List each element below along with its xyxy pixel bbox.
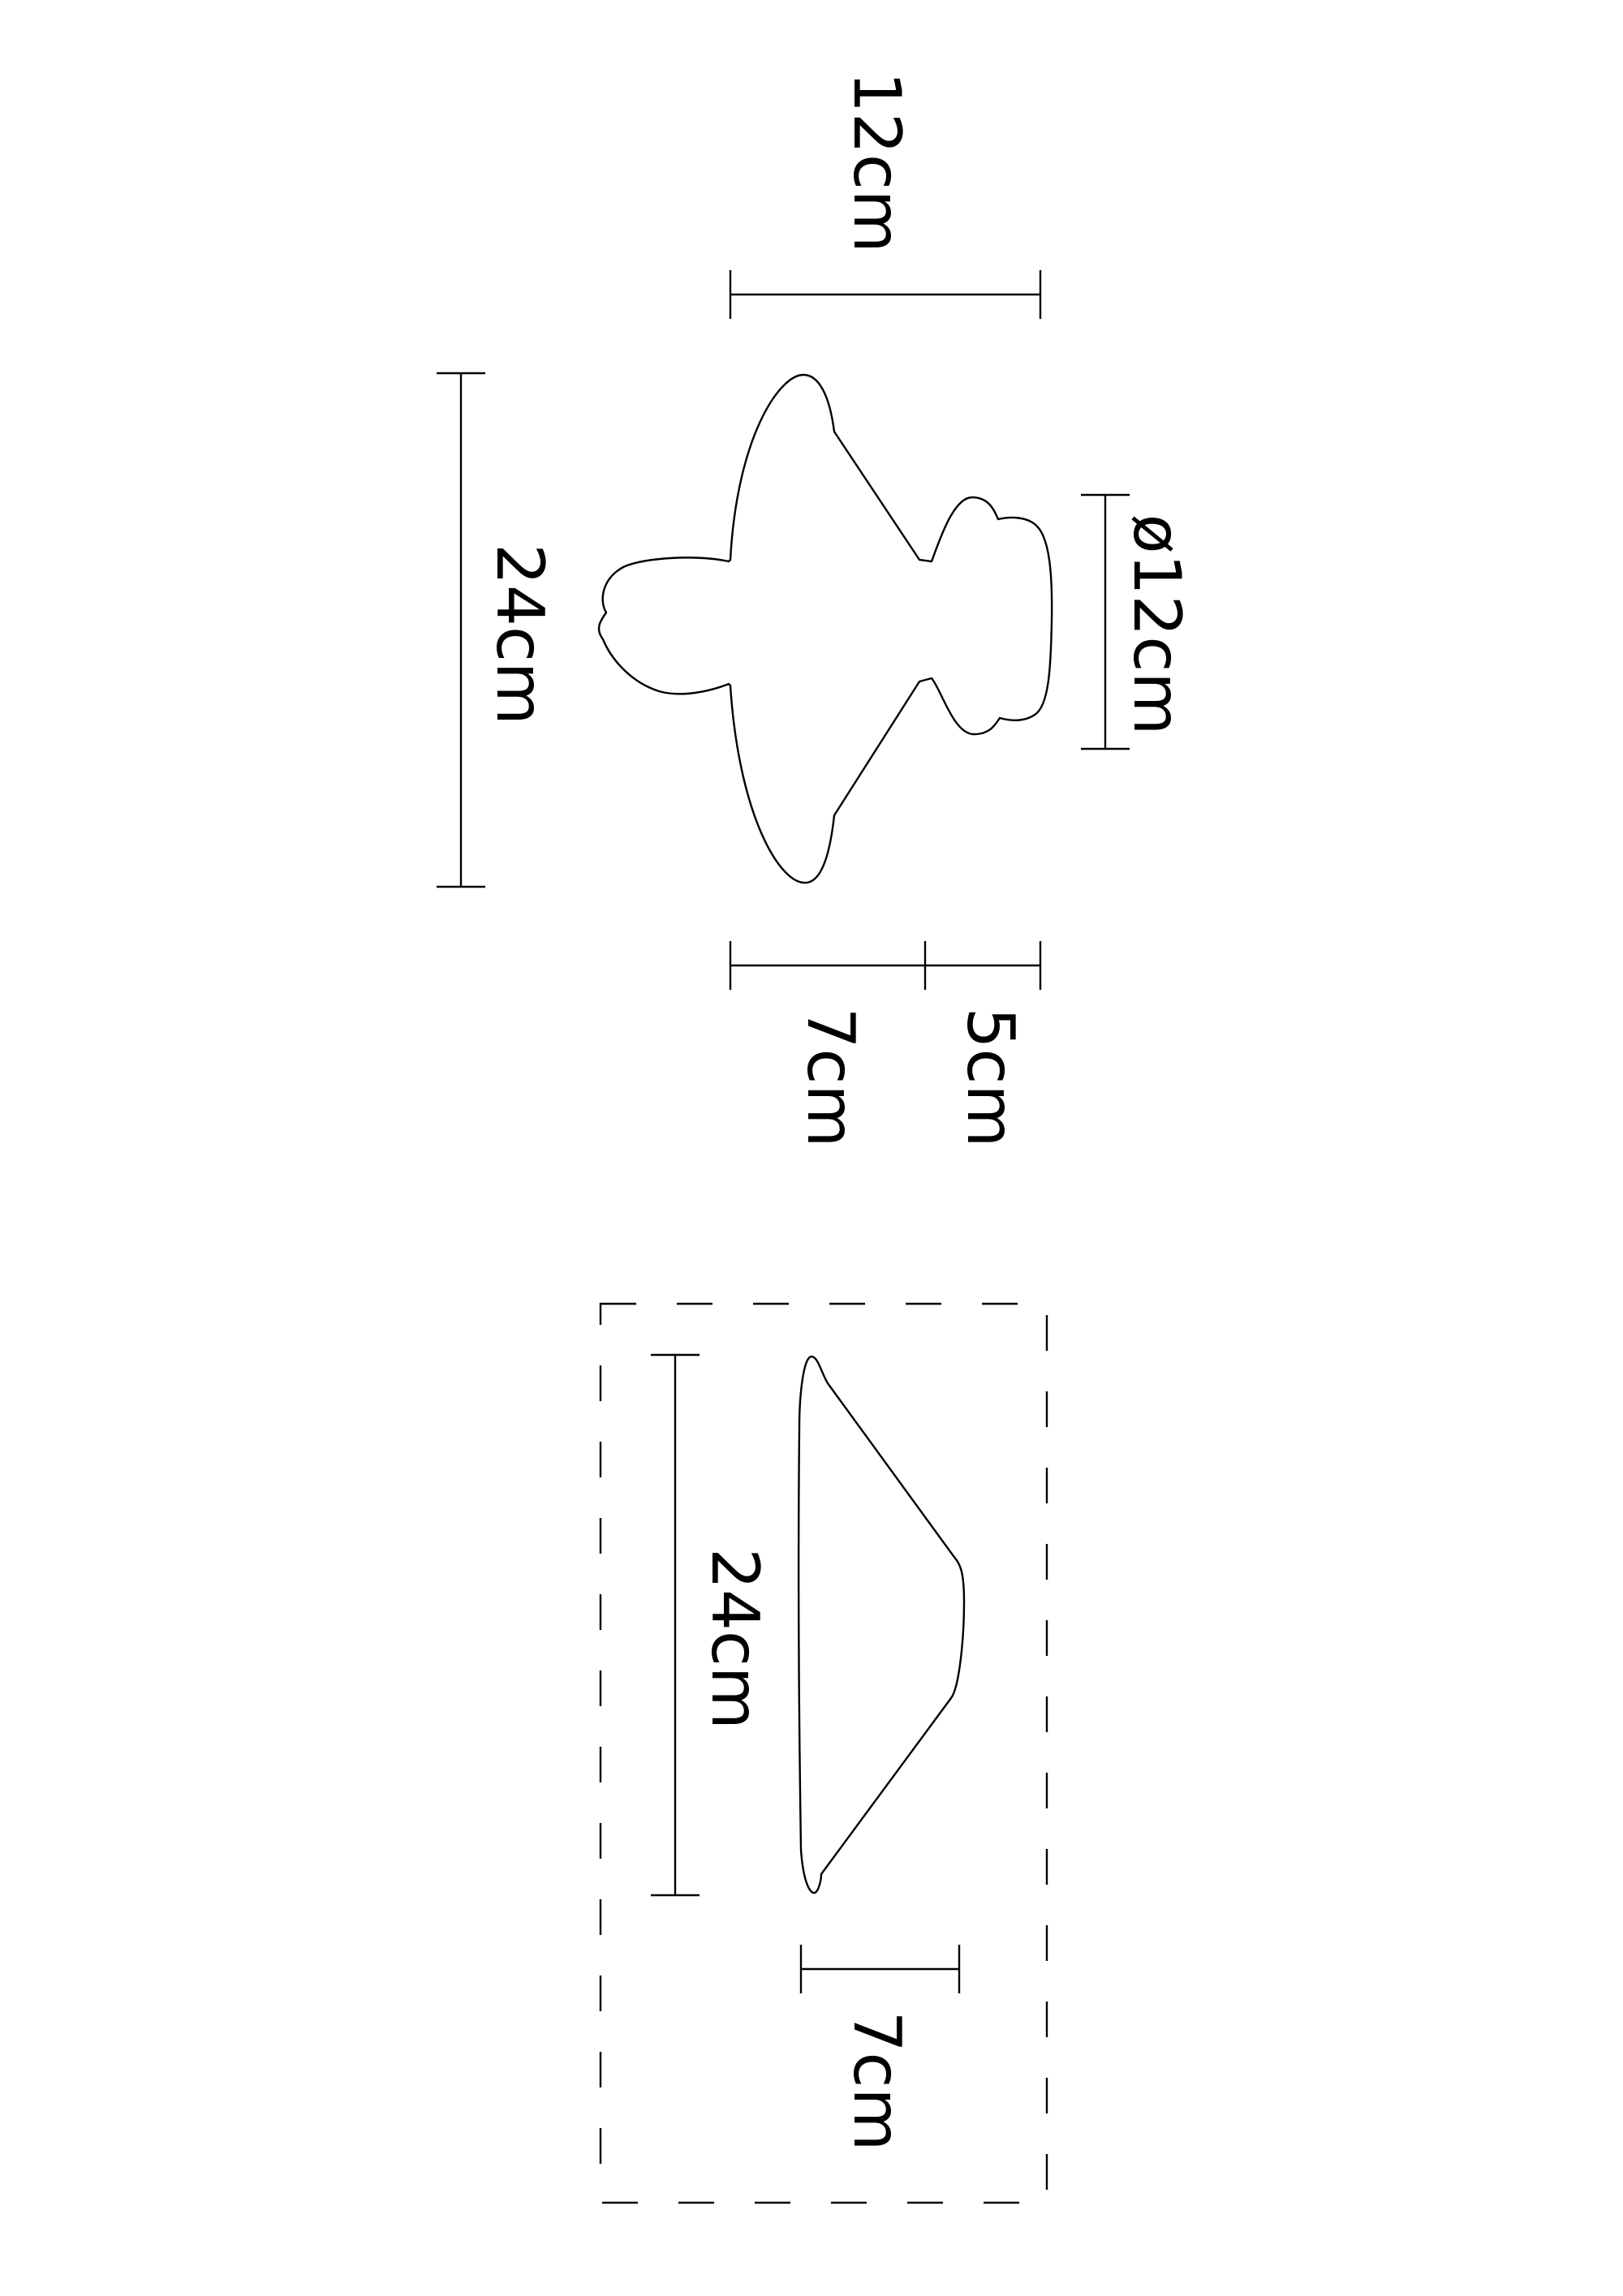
segment-a-label: 7cm bbox=[793, 1008, 868, 1148]
side-view-outline bbox=[797, 1355, 966, 1894]
length-label: 24cm bbox=[482, 544, 558, 725]
width-label: 12cm bbox=[839, 71, 915, 253]
diameter-label: ø12cm bbox=[1119, 514, 1195, 736]
side-length-label: 24cm bbox=[697, 1548, 773, 1730]
segment-b-label: 5cm bbox=[953, 1008, 1028, 1148]
top-view-outline bbox=[597, 373, 1053, 884]
top-view: 12cm 24cm ø12cm 7cm 5cm bbox=[437, 71, 1195, 1147]
side-depth-label: 7cm bbox=[839, 2011, 915, 2152]
side-view-frame bbox=[599, 1302, 1048, 2204]
side-view: 24cm 7cm bbox=[599, 1302, 1048, 2204]
